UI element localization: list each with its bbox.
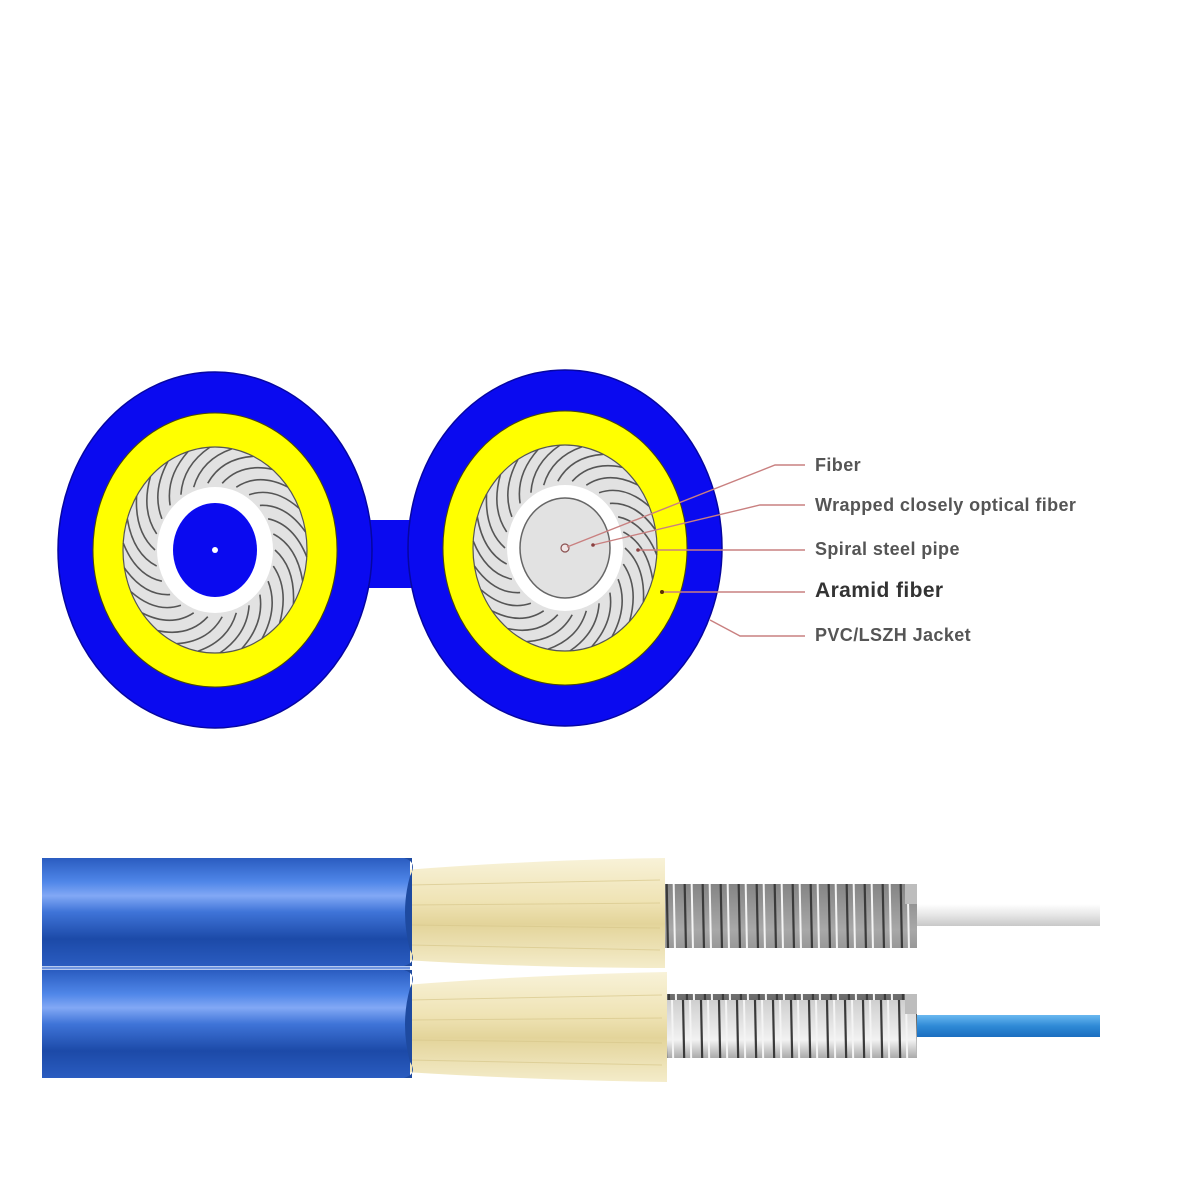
- spiral-blades-right: [472, 444, 658, 652]
- spiral-blades-left: [122, 446, 308, 654]
- label-spiral-steel-pipe: Spiral steel pipe: [815, 539, 960, 559]
- label-aramid-fiber: Aramid fiber: [815, 579, 944, 602]
- fiber-dot-left: [212, 547, 218, 553]
- leader-lines: [566, 464, 805, 637]
- jacket-top: [42, 858, 410, 966]
- right-core: [442, 410, 688, 686]
- leader-fiber: [566, 464, 805, 548]
- jacket-bottom: [42, 970, 410, 1078]
- aramid-yarn-top: [405, 858, 665, 968]
- cable-side-view: [42, 858, 1100, 1082]
- fiber-blue: [915, 1015, 1100, 1037]
- sub-cable-top: [42, 858, 1100, 968]
- label-fiber: Fiber: [815, 455, 862, 475]
- label-pvc-lszh-jacket: PVC/LSZH Jacket: [815, 625, 972, 645]
- spiral-steel-pipe-top: [663, 884, 917, 948]
- fiber-dot-right: [560, 543, 570, 553]
- sub-cable-bottom: [42, 970, 1100, 1082]
- spiral-steel-pipe-bottom: [663, 994, 917, 1058]
- cross-section: [57, 369, 805, 729]
- left-core: [92, 412, 338, 688]
- leader-wrapped: [592, 504, 805, 546]
- leader-jacket: [709, 619, 805, 637]
- label-wrapped-optical-fiber: Wrapped closely optical fiber: [815, 495, 1077, 515]
- fiber-white: [915, 904, 1100, 926]
- aramid-yarn-bottom: [405, 972, 667, 1082]
